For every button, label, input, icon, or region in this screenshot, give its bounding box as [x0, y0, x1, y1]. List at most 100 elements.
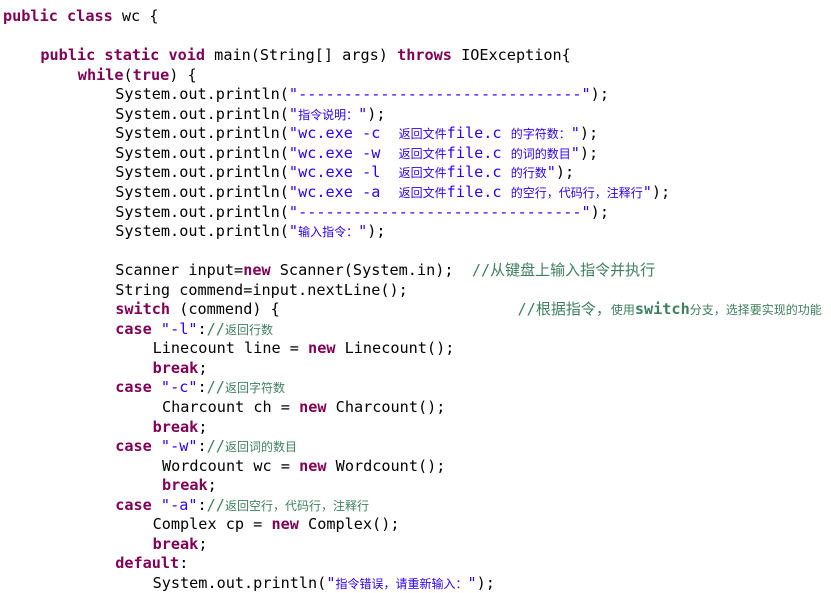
code-line: System.out.println("--------------------… [115, 85, 609, 105]
code-token: while [77, 65, 124, 84]
code-token: 分支，选择要实现的功能 [689, 303, 822, 318]
code-token: 返回词的数目 [224, 440, 297, 455]
code-token: System.out.println( [115, 182, 289, 201]
code-token: new [243, 261, 271, 280]
code-line: System.out.println("wc.exe -c 返回文件file.c… [115, 124, 598, 144]
code-line: case "-w"://返回词的数目 [115, 437, 297, 457]
code-token: break [152, 358, 199, 377]
code-token: 返回文件 [398, 127, 447, 142]
code-token: ); [590, 85, 609, 104]
code-token: case [115, 495, 152, 514]
code-token: 的行数 [510, 166, 547, 181]
code-token: System.out.println( [152, 573, 327, 592]
code-token: 指令错误，请重新输入： [335, 576, 468, 591]
code-line: System.out.println("wc.exe -w 返回文件file.c… [115, 144, 598, 164]
code-line: break; [153, 535, 208, 555]
code-token: throws [397, 46, 452, 65]
code-token: " [288, 104, 299, 123]
code-token: "wc.exe -l [288, 163, 399, 182]
code-token: " [467, 573, 477, 592]
code-token: "-w" [160, 437, 198, 456]
code-token: System.out.println( [115, 104, 289, 123]
code-token: true [132, 65, 170, 84]
code-token: " [288, 222, 299, 241]
code-token: public [3, 7, 58, 25]
code-token [58, 7, 67, 25]
code-token: case [115, 378, 152, 397]
code-token [152, 496, 161, 514]
code-line: break; [153, 359, 208, 379]
code-token: break [161, 476, 208, 495]
code-line: Linecount line = new Linecount(); [153, 339, 455, 359]
code-token: ); [476, 573, 495, 592]
code-token: String commend=input.nextLine(); [115, 280, 408, 299]
code-token: ); [367, 222, 386, 241]
code-token: new [299, 456, 327, 475]
code-token: 指令说明： [298, 107, 359, 122]
code-token: (commend) { [170, 300, 518, 319]
code-token: " [326, 573, 336, 592]
code-token: // [471, 261, 491, 280]
code-token: ; [198, 358, 208, 377]
code-token: 输入指令： [298, 225, 359, 240]
code-token: // [206, 319, 225, 338]
code-token: switch [634, 300, 690, 319]
code-token: main(String[] args) [205, 46, 398, 65]
code-line: default: [115, 554, 188, 574]
code-line: System.out.println("指令错误，请重新输入："); [153, 574, 495, 593]
code-line: case "-c"://返回字符数 [115, 378, 285, 398]
code-line: case "-a"://返回空行，代码行，注释行 [115, 496, 369, 516]
code-token: ( [123, 65, 133, 84]
code-token: " [546, 163, 556, 182]
code-token: Scanner input= [115, 261, 244, 280]
code-token: "-a" [160, 495, 198, 514]
code-token: Complex(); [298, 515, 400, 534]
code-token: : [197, 437, 207, 456]
code-token: Complex cp = [152, 515, 272, 534]
code-token: " [570, 143, 580, 162]
code-line: break; [162, 476, 217, 496]
code-token: default [115, 554, 180, 573]
code-token: : [197, 495, 207, 514]
code-line: System.out.println("wc.exe -l 返回文件file.c… [115, 163, 574, 183]
code-token: public [40, 46, 96, 65]
code-line: Wordcount wc = new Wordcount(); [162, 457, 445, 477]
code-token: Charcount(); [326, 398, 446, 416]
code-token [152, 437, 161, 455]
code-token: // [206, 378, 225, 397]
code-line: System.out.println("指令说明："); [115, 105, 385, 125]
code-token: 的词的数目 [510, 146, 571, 161]
code-token: new [308, 339, 336, 358]
code-token: " [358, 222, 368, 241]
code-token: "-------------------------------" [288, 85, 591, 104]
code-token: IOException{ [451, 46, 571, 65]
code-token: "wc.exe -a [288, 182, 399, 201]
code-token: // [206, 495, 225, 514]
code-token: 返回文件 [398, 146, 447, 161]
code-token: ); [579, 124, 599, 143]
code-token: ); [651, 182, 671, 201]
code-token: "-c" [160, 378, 198, 397]
code-token: switch [115, 300, 171, 319]
code-line: case "-l"://返回行数 [115, 320, 273, 340]
code-token: static [104, 46, 160, 65]
code-token: ; [198, 534, 208, 553]
code-token: void [168, 46, 206, 65]
code-token: System.out.println( [115, 143, 289, 162]
code-line: System.out.println("wc.exe -a 返回文件file.c… [115, 183, 670, 203]
code-token: 返回行数 [224, 322, 273, 337]
code-token: "-l" [160, 319, 198, 338]
code-token: ; [198, 417, 208, 436]
code-token: 使用 [610, 303, 635, 318]
code-token: "-------------------------------" [288, 202, 591, 221]
code-token: ); [555, 163, 575, 182]
code-token: // [517, 300, 536, 319]
code-token: new [271, 515, 299, 534]
code-token: file.c [446, 124, 511, 143]
code-token: System.out.println( [115, 222, 289, 241]
code-token: 的字符数： [510, 127, 571, 142]
code-token: " [358, 104, 368, 123]
code-line: String commend=input.nextLine(); [115, 281, 408, 301]
code-token: System.out.println( [115, 124, 289, 143]
